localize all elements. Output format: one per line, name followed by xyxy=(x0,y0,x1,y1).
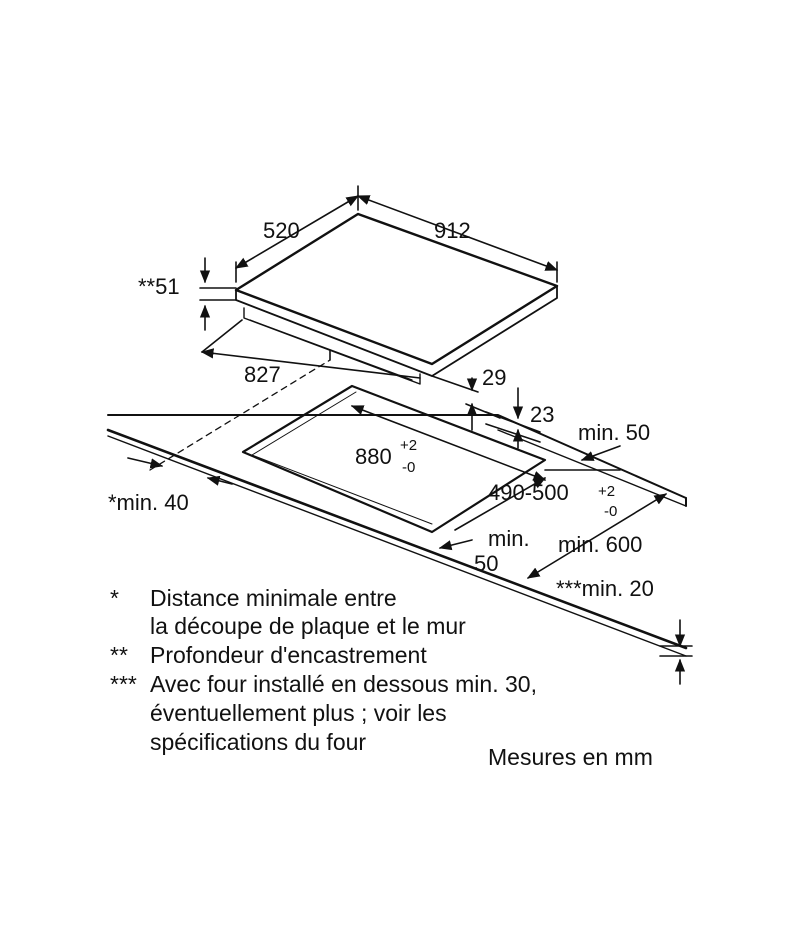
label-min50-right: min. 50 xyxy=(578,420,650,445)
note-1-line-1: Distance minimale entre xyxy=(150,585,397,611)
label-min50-front-1: min. xyxy=(488,526,530,551)
label-cutout-width-tol-minus: -0 xyxy=(402,459,415,476)
label-23: 23 xyxy=(530,402,554,427)
label-install-depth: **51 xyxy=(138,274,180,299)
label-827: 827 xyxy=(244,362,281,387)
label-oven-min: ***min. 20 xyxy=(556,576,654,601)
units-label: Mesures en mm xyxy=(488,744,653,770)
label-cutout-depth-tol-minus: -0 xyxy=(604,503,617,520)
label-worktop-min: min. 600 xyxy=(558,532,642,557)
note-marker-2: ** xyxy=(110,642,128,668)
label-cutout-depth-tol-plus: +2 xyxy=(598,483,615,500)
label-min50-front-2: 50 xyxy=(474,551,498,576)
label-cutout-depth: 490-500 xyxy=(488,480,569,505)
label-cutout-width-tol-plus: +2 xyxy=(400,437,417,454)
worktop-cutout xyxy=(241,384,547,534)
label-cutout-width: 880 xyxy=(355,444,392,469)
note-3-line-2: éventuellement plus ; voir les xyxy=(150,700,447,726)
label-29: 29 xyxy=(482,365,506,390)
note-3-line-1: Avec four installé en dessous min. 30, xyxy=(150,671,537,697)
label-depth: 520 xyxy=(263,218,300,243)
note-3-line-3: spécifications du four xyxy=(150,729,367,755)
wall-reference-line xyxy=(149,359,331,471)
label-wall-min: *min. 40 xyxy=(108,490,189,515)
note-marker-3: *** xyxy=(110,671,137,697)
note-1-line-2: la découpe de plaque et le mur xyxy=(150,613,466,639)
note-2-line-1: Profondeur d'encastrement xyxy=(150,642,427,668)
dimension-labels: 520 912 **51 827 29 23 min. 50 880 +2 -0… xyxy=(108,218,654,601)
dimension-lines xyxy=(127,185,693,685)
note-marker-1: * xyxy=(110,585,119,611)
label-width: 912 xyxy=(434,218,471,243)
